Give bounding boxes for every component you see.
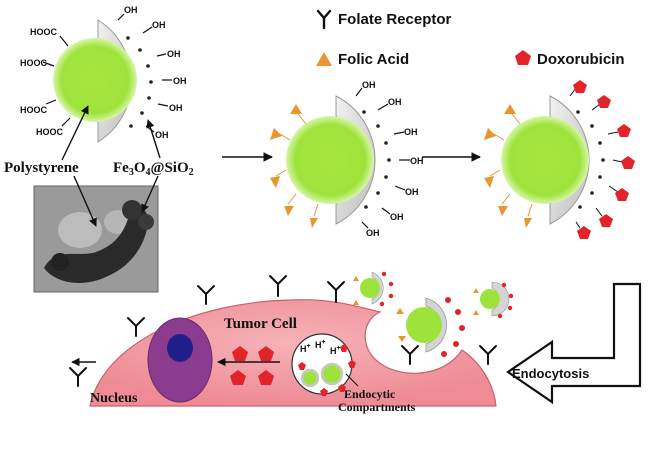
oh-label-1: OH bbox=[124, 5, 138, 15]
folic-acid-icon bbox=[316, 52, 332, 66]
nucleus-label: Nucleus bbox=[90, 391, 138, 406]
pointer-polystyrene bbox=[61, 105, 89, 161]
oh-label-6: OH bbox=[390, 212, 404, 222]
polystyrene-label: Polystyrene bbox=[4, 160, 79, 176]
oh-label-7: OH bbox=[366, 228, 380, 238]
pointer-tem-shell bbox=[141, 175, 159, 213]
nucleolus bbox=[167, 334, 193, 362]
particle-entering bbox=[396, 297, 465, 357]
receptor-icon bbox=[327, 281, 345, 303]
receptor-icon bbox=[479, 345, 497, 365]
polystyrene-core bbox=[286, 116, 374, 204]
hooc-label-2: HOOC bbox=[20, 58, 48, 68]
receptor-icon bbox=[127, 317, 145, 337]
hooc-label-4: HOOC bbox=[36, 127, 64, 137]
folic-acid-triangles bbox=[270, 104, 318, 228]
pointer-shell bbox=[146, 119, 161, 159]
receptor-icon bbox=[401, 345, 419, 365]
tumor-cell-label: Tumor Cell bbox=[224, 316, 297, 332]
polystyrene-core bbox=[53, 38, 137, 122]
hydroxyl-bonds bbox=[117, 13, 172, 133]
oh-label-2: OH bbox=[152, 20, 166, 30]
dox-pentagons bbox=[573, 80, 635, 239]
oh-label-1: OH bbox=[362, 80, 376, 90]
folic-acid-links bbox=[489, 113, 533, 217]
folic-acid-triangles bbox=[484, 104, 532, 228]
endocytosis-arrow bbox=[506, 282, 642, 405]
folate-receptor-icon bbox=[316, 9, 332, 30]
pointer-compartment bbox=[345, 373, 359, 387]
tem-micrograph bbox=[33, 185, 159, 293]
polystyrene-core bbox=[501, 116, 589, 204]
membrane-receptors bbox=[69, 275, 497, 387]
legend-folic-acid: Folic Acid bbox=[338, 51, 409, 68]
particle-drug-loaded bbox=[484, 80, 635, 239]
endocytic-label-2: Compartments bbox=[338, 400, 416, 414]
proton-label-3: H+ bbox=[330, 345, 341, 356]
proton-label-1: H+ bbox=[300, 343, 311, 354]
receptor-icon bbox=[197, 285, 215, 305]
particle-carboxyl: HOOC HOOC HOOC HOOC OH OH OH OH OH OH bbox=[20, 5, 187, 143]
hooc-label-1: HOOC bbox=[30, 27, 58, 37]
legend: Folate Receptor Folic Acid Doxorubicin bbox=[316, 9, 625, 68]
pointer-tem-core bbox=[73, 175, 97, 227]
shell-dots bbox=[362, 110, 391, 209]
hooc-label-3: HOOC bbox=[20, 105, 48, 115]
hydroxyl-bonds bbox=[355, 87, 410, 229]
endocytosis-label: Endocytosis bbox=[512, 366, 589, 381]
proton-label-2: H+ bbox=[315, 339, 326, 350]
floating-particle-2 bbox=[473, 281, 514, 319]
carboxyl-bonds bbox=[42, 35, 71, 127]
folic-acid-links bbox=[275, 113, 319, 217]
legend-doxorubicin: Doxorubicin bbox=[537, 51, 625, 68]
receptor-icon bbox=[269, 275, 287, 297]
endocytic-compartment: H+ H+ H+ bbox=[291, 333, 356, 396]
oh-label-5: OH bbox=[405, 187, 419, 197]
legend-folate-receptor: Folate Receptor bbox=[338, 11, 452, 28]
oh-label-5: OH bbox=[169, 103, 183, 113]
oh-label-4: OH bbox=[410, 156, 424, 166]
oh-label-6: OH bbox=[155, 130, 169, 140]
oh-label-4: OH bbox=[173, 76, 187, 86]
receptor-icon bbox=[69, 367, 87, 387]
oh-label-2: OH bbox=[388, 97, 402, 107]
shell-dots bbox=[126, 36, 153, 128]
oh-label-3: OH bbox=[167, 49, 181, 59]
oh-label-3: OH bbox=[404, 127, 418, 137]
released-doxorubicin bbox=[230, 346, 274, 385]
floating-particle-1 bbox=[353, 271, 394, 307]
endocytic-label-1: Endocytic bbox=[344, 387, 396, 401]
shell-dots bbox=[576, 110, 605, 209]
doxorubicin-icon bbox=[515, 50, 531, 65]
particle-folate: OH OH OH OH OH OH OH bbox=[270, 80, 424, 238]
fe3o4-sio2-label: Fe3O4@SiO2 bbox=[113, 160, 194, 178]
